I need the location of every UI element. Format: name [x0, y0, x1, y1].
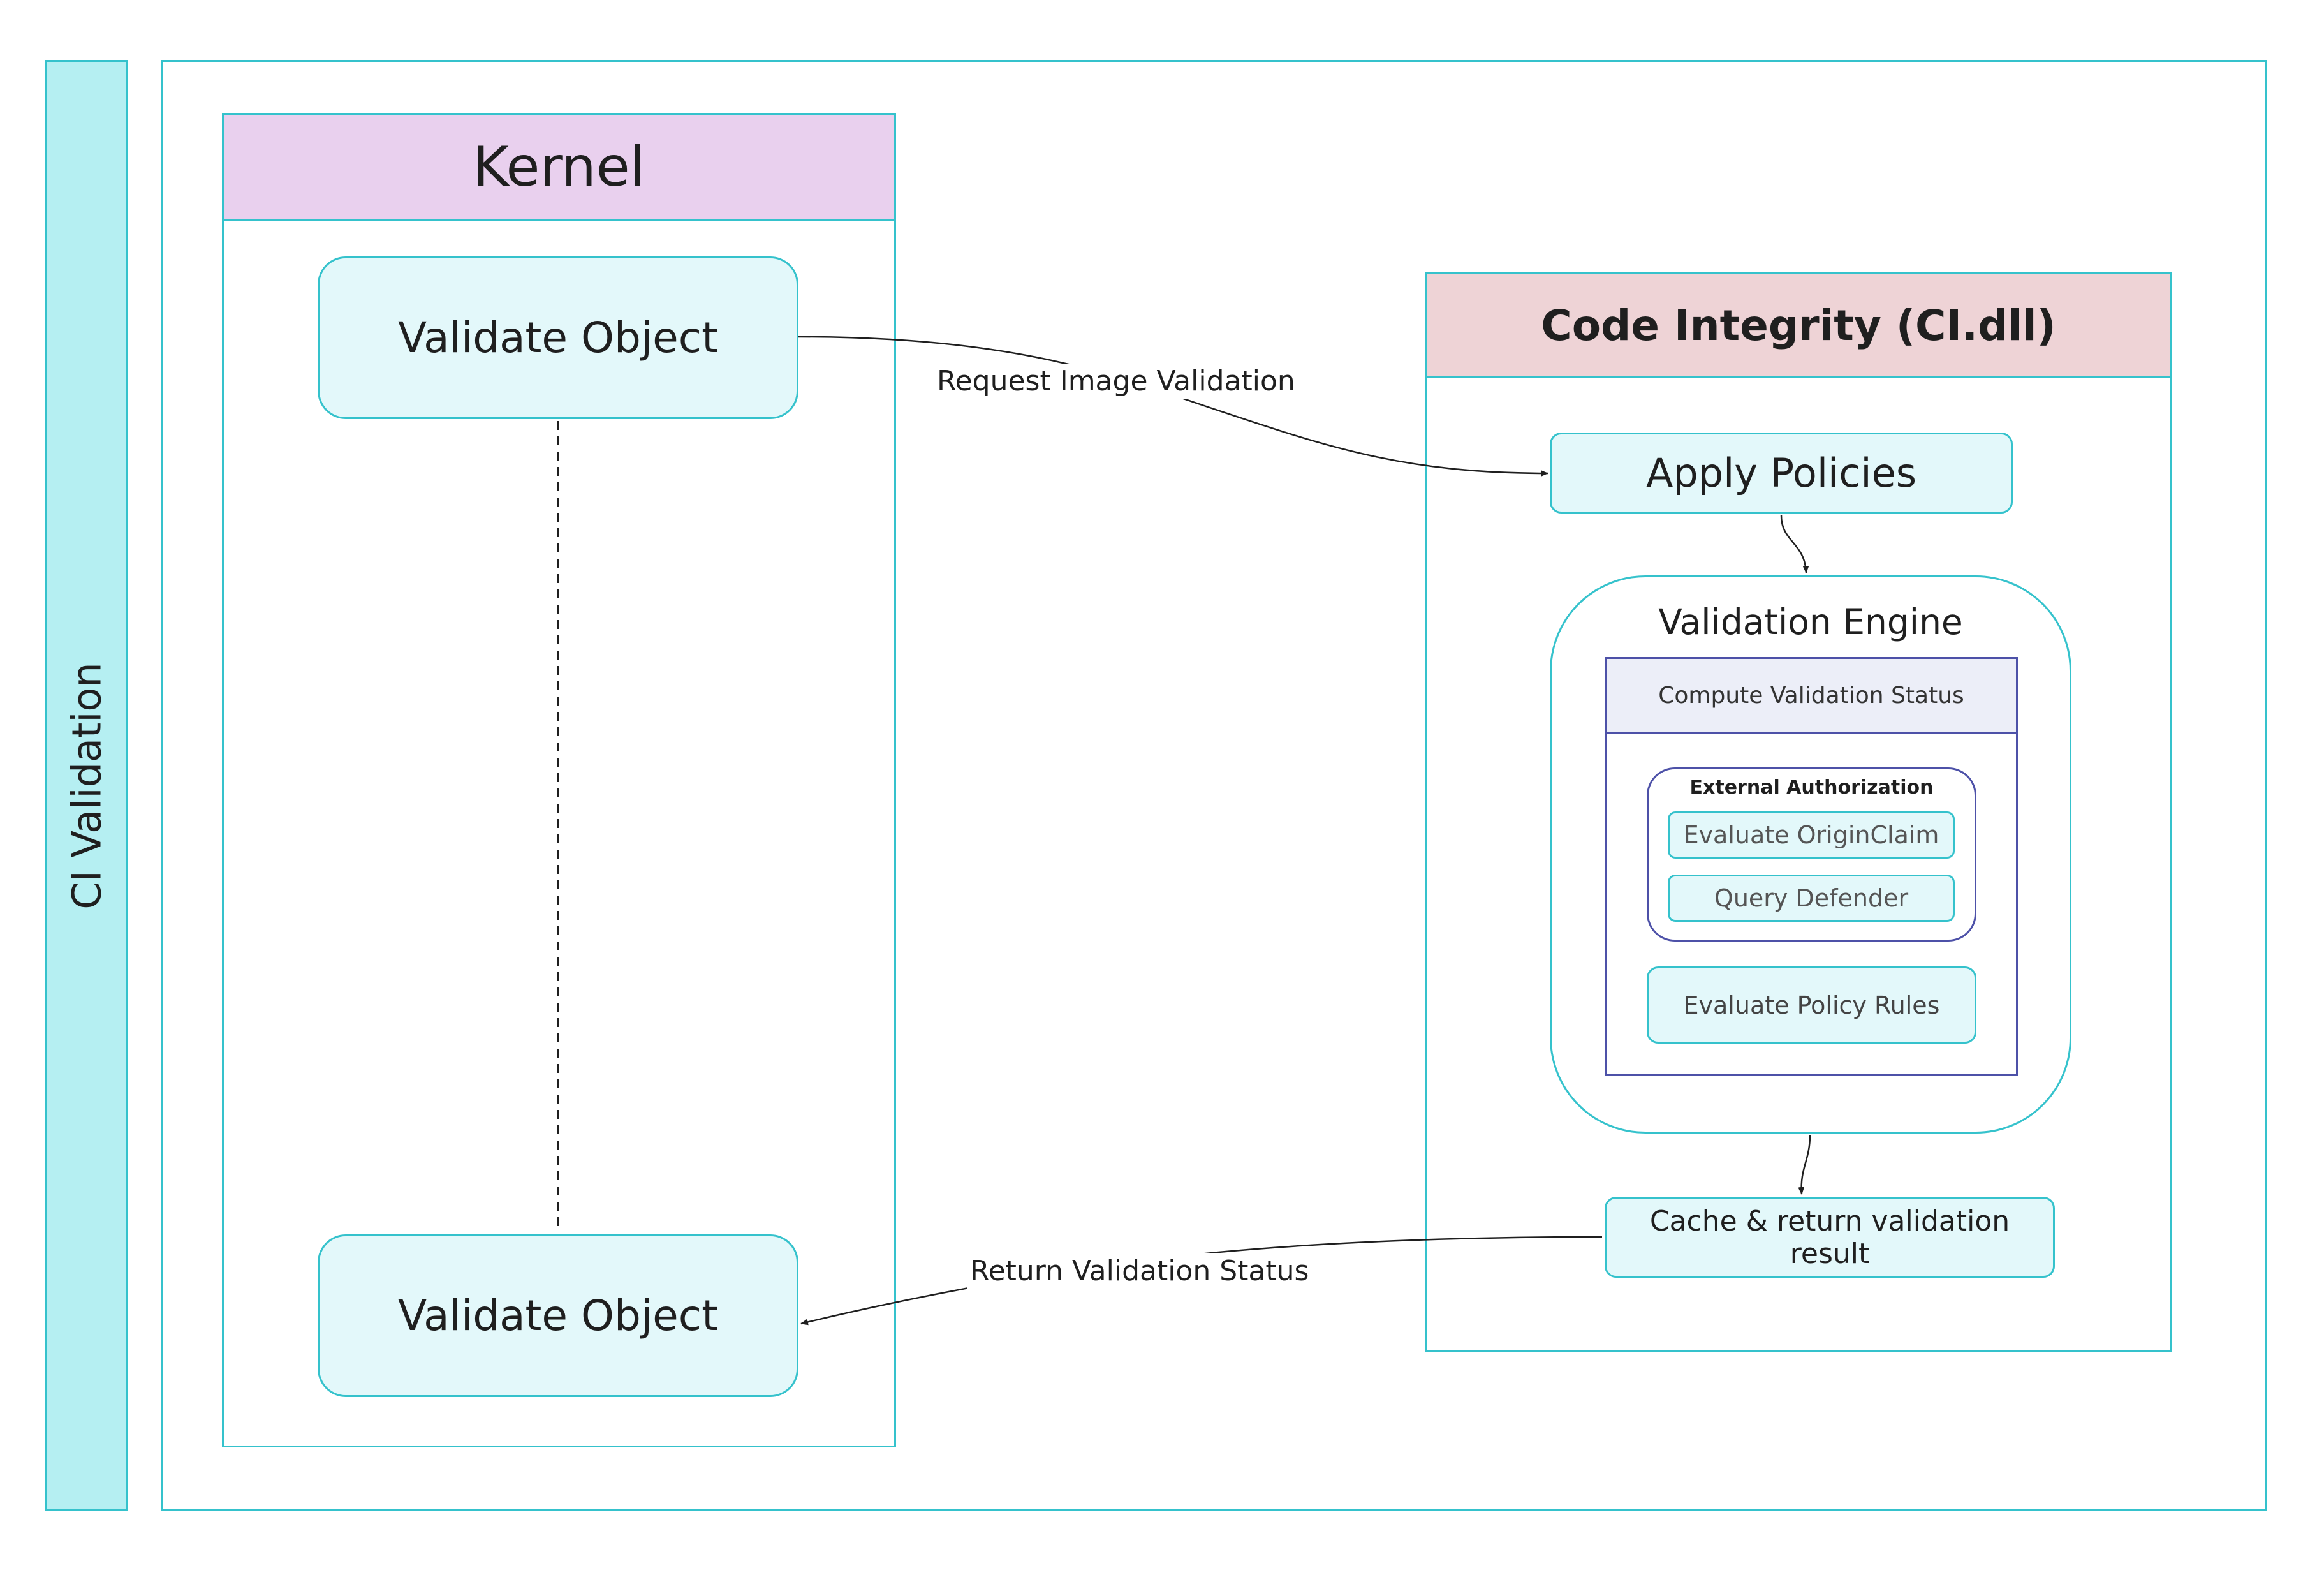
lane-label: CI Validation: [63, 662, 110, 910]
request-validation-label: Request Image Validation: [934, 364, 1298, 399]
code-integrity-header: Code Integrity (CI.dll): [1425, 272, 2172, 378]
apply-policies-node[interactable]: Apply Policies: [1550, 433, 2013, 514]
evaluate-policy-rules-node[interactable]: Evaluate Policy Rules: [1647, 966, 1976, 1044]
lane-label-box: CI Validation: [45, 60, 128, 1511]
query-defender-node[interactable]: Query Defender: [1668, 875, 1955, 922]
compute-status-header: Compute Validation Status: [1605, 657, 2018, 734]
external-authorization-label: External Authorization: [1689, 776, 1934, 799]
evaluate-originclaim-node[interactable]: Evaluate OriginClaim: [1668, 811, 1955, 859]
validate-object-top-node[interactable]: Validate Object: [318, 256, 798, 419]
return-status-label: Return Validation Status: [967, 1253, 1312, 1289]
cache-return-node[interactable]: Cache & return validation result: [1605, 1197, 2055, 1278]
kernel-header: Kernel: [222, 113, 896, 221]
validate-object-bottom-node[interactable]: Validate Object: [318, 1234, 798, 1397]
validation-engine-label: Validation Engine: [1658, 602, 1963, 642]
